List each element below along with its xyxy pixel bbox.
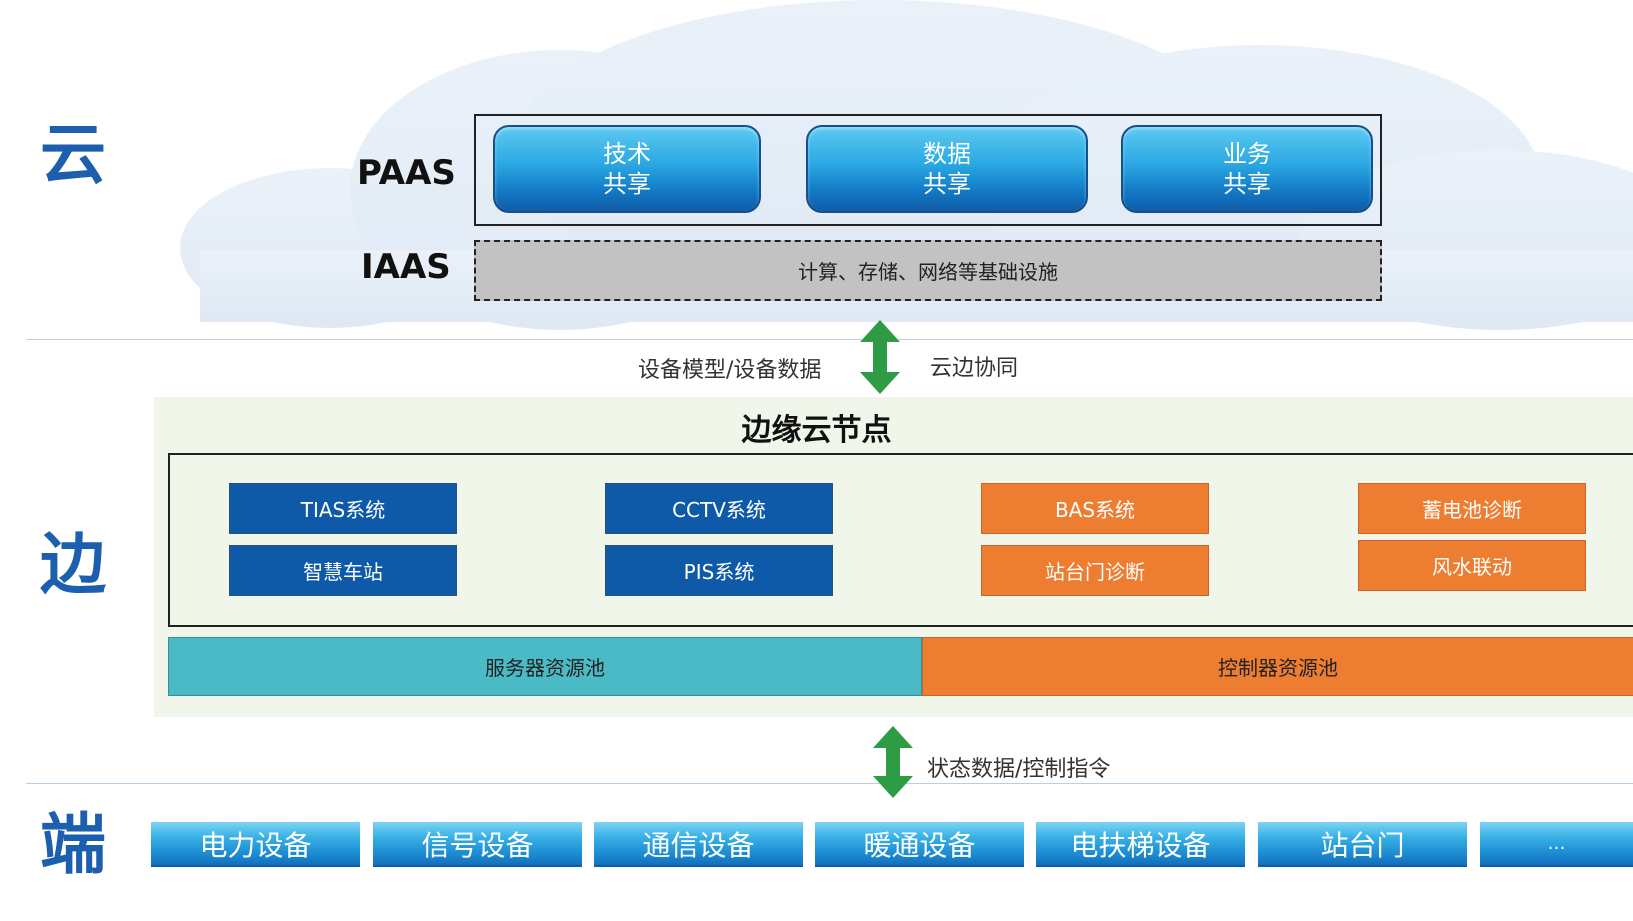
device-platform-door: 站台门 <box>1258 822 1467 867</box>
paas-label: PAAS <box>357 153 456 193</box>
tier-label-edge: 边 <box>40 526 106 603</box>
controller-pool-label: 控制器资源池 <box>1218 656 1338 680</box>
tier-label-cloud: 云 <box>40 116 106 193</box>
system-bas: BAS系统 <box>981 483 1209 534</box>
iaas-label: IAAS <box>361 247 451 287</box>
device-power: 电力设备 <box>151 822 360 867</box>
paas-item-line1: 技术 <box>603 140 651 168</box>
cloud-edge-left-text: 设备模型/设备数据 <box>638 358 822 383</box>
double-arrow-icon <box>873 726 913 798</box>
paas-item-line2: 共享 <box>1223 170 1271 198</box>
device-more: … <box>1480 822 1633 867</box>
edge-end-flow-text: 状态数据/控制指令 <box>927 757 1111 782</box>
edge-systems-container <box>168 453 1633 627</box>
system-platform-door-diagnosis: 站台门诊断 <box>981 545 1209 596</box>
device-hvac: 暖通设备 <box>815 822 1024 867</box>
system-smart-station: 智慧车站 <box>229 545 457 596</box>
separator-cloud-edge <box>26 339 1633 340</box>
device-communication: 通信设备 <box>594 822 803 867</box>
paas-item-line2: 共享 <box>923 170 971 198</box>
paas-item-business-sharing: 业务 共享 <box>1121 125 1373 213</box>
device-escalator: 电扶梯设备 <box>1036 822 1245 867</box>
system-battery-diagnosis: 蓄电池诊断 <box>1358 483 1586 534</box>
double-arrow-icon <box>860 320 900 394</box>
paas-item-tech-sharing: 技术 共享 <box>493 125 761 213</box>
paas-container <box>474 114 1382 226</box>
separator-edge-end <box>26 783 1633 784</box>
iaas-text: 计算、存储、网络等基础设施 <box>798 260 1058 284</box>
system-tias: TIAS系统 <box>229 483 457 534</box>
cloud-edge-right-text: 云边协同 <box>930 356 1019 381</box>
paas-item-line1: 业务 <box>1223 140 1271 168</box>
controller-resource-pool: 控制器资源池 <box>922 637 1633 696</box>
server-resource-pool: 服务器资源池 <box>168 637 922 696</box>
paas-item-line2: 共享 <box>603 170 651 198</box>
device-signal: 信号设备 <box>373 822 582 867</box>
tier-label-end: 端 <box>40 806 106 883</box>
iaas-container: 计算、存储、网络等基础设施 <box>474 240 1382 301</box>
system-cctv: CCTV系统 <box>605 483 833 534</box>
edge-node-title: 边缘云节点 <box>741 413 892 448</box>
server-pool-label: 服务器资源池 <box>485 656 605 680</box>
paas-item-data-sharing: 数据 共享 <box>806 125 1088 213</box>
system-pis: PIS系统 <box>605 545 833 596</box>
paas-item-line1: 数据 <box>923 140 971 168</box>
system-wind-water-linkage: 风水联动 <box>1358 540 1586 591</box>
